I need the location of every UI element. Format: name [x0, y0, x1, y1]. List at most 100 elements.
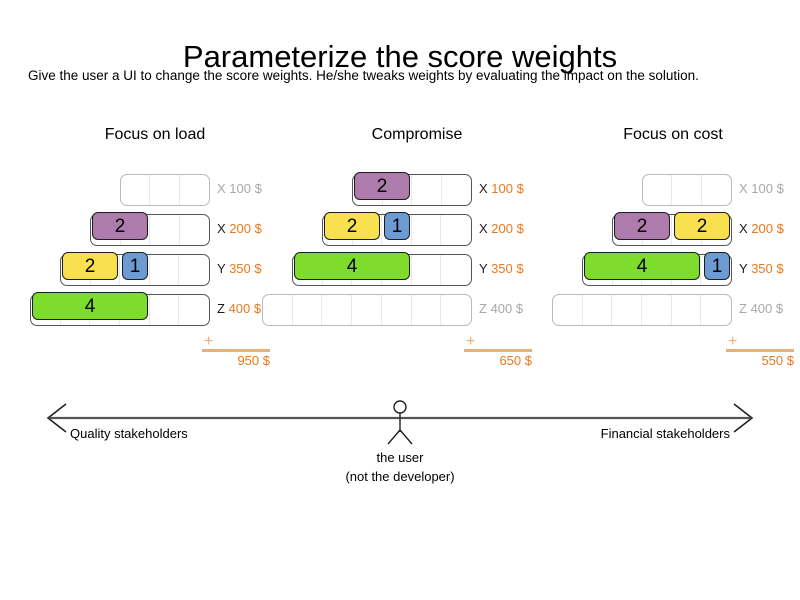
slider-cell[interactable] [179, 255, 209, 285]
criterion-row: X 100 $ [24, 170, 286, 210]
criterion-key: Z [479, 301, 487, 316]
weight-chunk[interactable]: 4 [584, 252, 700, 280]
slider-cell[interactable] [441, 255, 471, 285]
slider-cell[interactable] [382, 215, 412, 245]
weight-chunk[interactable]: 2 [614, 212, 670, 240]
criterion-label: X 100 $ [739, 181, 784, 196]
criterion-key: X [739, 221, 748, 236]
criterion-key: X [479, 221, 488, 236]
slider-cell[interactable] [353, 215, 383, 245]
slider-cell[interactable] [263, 295, 293, 325]
slider-cell[interactable] [442, 175, 471, 205]
slider-cell[interactable] [441, 295, 471, 325]
criterion-key: Z [739, 301, 747, 316]
slider-cell[interactable] [120, 295, 150, 325]
slider-cell[interactable] [583, 295, 613, 325]
slider-cell[interactable] [150, 295, 180, 325]
sum-rule [726, 349, 794, 352]
slider-cell[interactable] [180, 175, 209, 205]
weight-chunk[interactable]: 4 [32, 292, 148, 320]
criterion-label: Y 350 $ [479, 261, 524, 276]
criterion-cost: 200 $ [229, 221, 262, 236]
slider-cell[interactable] [293, 295, 323, 325]
slider-cell[interactable] [643, 175, 673, 205]
axis-arrow-icon [46, 400, 754, 445]
criterion-label: Z 400 $ [739, 301, 783, 316]
slider-cell[interactable] [120, 255, 150, 285]
user-caption-line1: the user [376, 450, 424, 465]
slider-cell[interactable] [672, 175, 702, 205]
slider-cell[interactable] [412, 175, 442, 205]
slider-cell[interactable] [553, 295, 583, 325]
criterion-row: 2 X 200 $ [24, 210, 286, 250]
weight-chunk[interactable]: 2 [324, 212, 380, 240]
sum-rule [202, 349, 270, 352]
slider-cell[interactable] [91, 255, 121, 285]
criterion-cost: 350 $ [751, 261, 784, 276]
criterion-label: X 200 $ [739, 221, 784, 236]
slider-cell[interactable] [412, 215, 442, 245]
slider-cell[interactable] [382, 295, 412, 325]
slider-cell[interactable] [150, 175, 180, 205]
weight-chunk[interactable]: 4 [294, 252, 410, 280]
criterion-row: X 100 $ [546, 170, 800, 210]
axis-label-left: Quality stakeholders [70, 426, 188, 441]
slider-cell[interactable] [672, 295, 702, 325]
slider-cell[interactable] [121, 215, 150, 245]
total-value: 650 $ [499, 353, 532, 368]
slider-cell[interactable] [383, 175, 412, 205]
slider-cell[interactable] [150, 215, 180, 245]
weight-slider-track[interactable] [120, 174, 210, 206]
weight-chunk[interactable]: 1 [384, 212, 410, 240]
criterion-key: Y [479, 261, 488, 276]
total-value: 950 $ [237, 353, 270, 368]
weight-chunk[interactable]: 2 [674, 212, 730, 240]
weight-slider-track[interactable] [262, 294, 472, 326]
criterion-cost: 100 $ [229, 181, 262, 196]
slider-cell[interactable] [150, 255, 180, 285]
slider-cell[interactable] [352, 295, 382, 325]
slider-cell[interactable] [643, 215, 672, 245]
criterion-label: X 200 $ [217, 221, 262, 236]
slider-cell[interactable] [612, 295, 643, 325]
slider-cell[interactable] [441, 215, 471, 245]
criterion-row: Z 400 $ [262, 290, 548, 330]
criterion-label: X 100 $ [479, 181, 524, 196]
slider-cell[interactable] [642, 295, 672, 325]
weight-slider-track[interactable] [642, 174, 732, 206]
criterion-cost: 200 $ [491, 221, 524, 236]
slider-cell[interactable] [412, 295, 442, 325]
weight-chunk[interactable]: 2 [62, 252, 118, 280]
weight-chunk[interactable]: 2 [92, 212, 148, 240]
criterion-cost: 400 $ [750, 301, 784, 316]
criterion-label: X 100 $ [217, 181, 262, 196]
criterion-key: Z [217, 301, 225, 316]
slider-cell[interactable] [179, 295, 209, 325]
slider-cell[interactable] [672, 255, 702, 285]
page-title: Parameterize the score weights [182, 38, 618, 74]
criterion-cost: 350 $ [229, 261, 262, 276]
criterion-cost: 350 $ [491, 261, 524, 276]
stakeholder-axis: Quality stakeholders Financial stakehold… [0, 396, 800, 516]
weight-chunk[interactable]: 2 [354, 172, 410, 200]
criterion-row: 2 X 100 $ [286, 170, 548, 210]
slider-cell[interactable] [701, 295, 731, 325]
total-value: 550 $ [761, 353, 794, 368]
scenario-title: Focus on cost [623, 126, 723, 143]
slider-cell[interactable] [180, 215, 209, 245]
slider-cell[interactable] [121, 175, 151, 205]
page-subtitle: Give the user a UI to change the score w… [28, 68, 699, 83]
weight-chunk[interactable]: 1 [122, 252, 148, 280]
slider-cell[interactable] [322, 295, 353, 325]
weight-chunk[interactable]: 1 [704, 252, 730, 280]
slider-cell[interactable] [382, 255, 412, 285]
criterion-key: Y [739, 261, 748, 276]
slider-cell[interactable] [412, 255, 442, 285]
weight-slider-track[interactable] [552, 294, 732, 326]
slider-cell[interactable] [702, 175, 731, 205]
